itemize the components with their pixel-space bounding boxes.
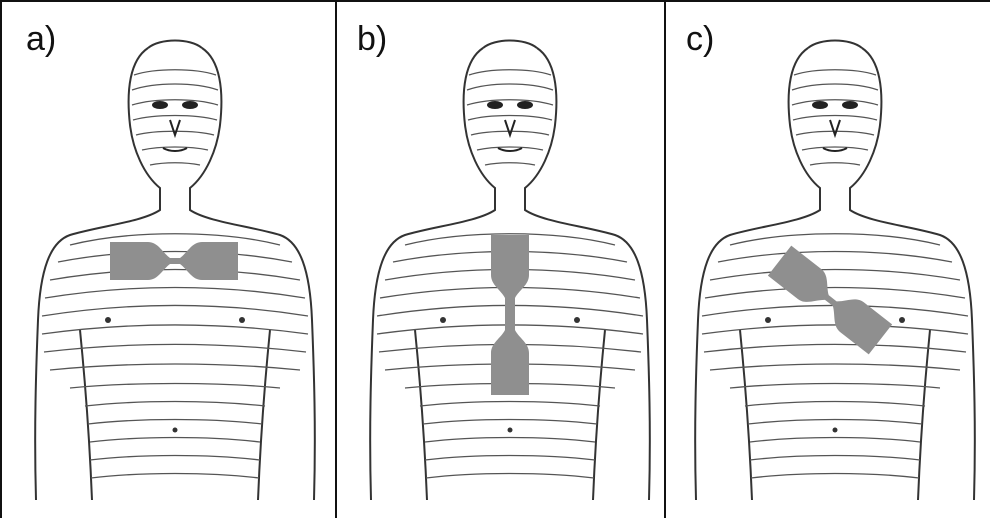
top-border — [0, 0, 990, 2]
panel-c-specimen-diagonal — [768, 246, 892, 355]
panel-b-torso-illustration — [365, 30, 655, 500]
panel-a-face-features — [152, 101, 198, 151]
panel-a-specimen-horizontal — [110, 242, 238, 280]
divider-2 — [664, 0, 666, 518]
panel-c-face-features — [812, 101, 858, 151]
panel-c-torso-illustration — [690, 30, 980, 500]
panel-a-torso-illustration — [30, 30, 320, 500]
panel-b-face-features — [487, 101, 533, 151]
panel-a-contour-lines — [42, 70, 308, 478]
left-border — [0, 0, 2, 518]
divider-1 — [335, 0, 337, 518]
panel-a-nipples-navel — [105, 317, 245, 433]
panel-b-specimen-vertical — [491, 235, 529, 395]
panel-c-contour-lines — [702, 70, 968, 478]
